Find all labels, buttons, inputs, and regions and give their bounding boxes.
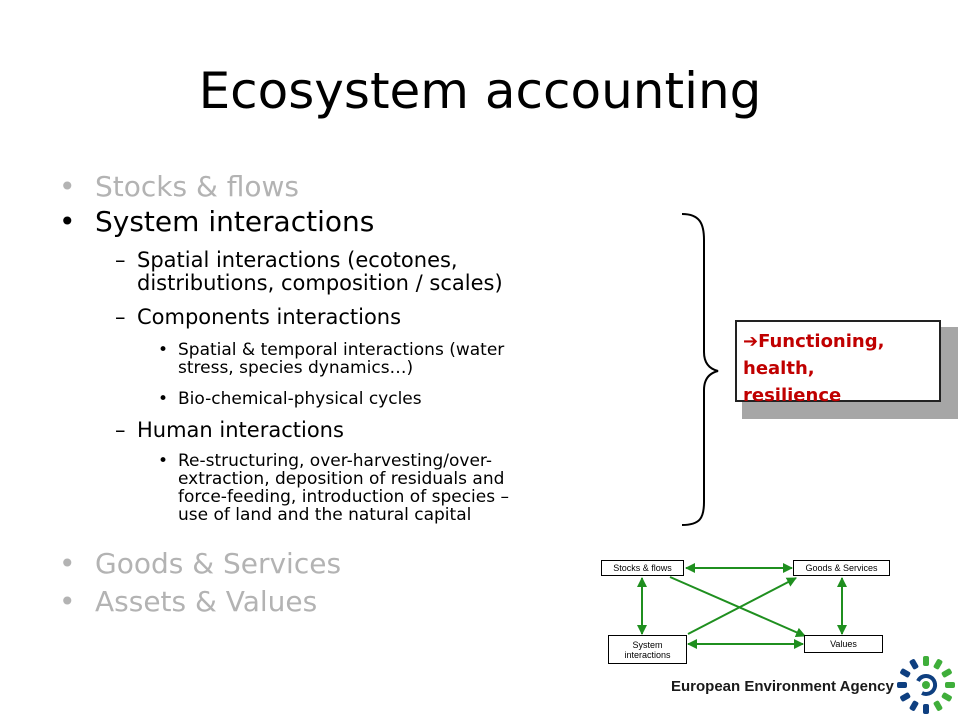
bullet-glyph: • [158,340,169,360]
subbullet-line: Spatial interactions (ecotones, [137,248,458,272]
bullet-glyph: • [158,389,169,409]
subsubbullet-line: force-feeding, introduction of species – [178,487,509,507]
bullet-text: System interactions [95,205,375,238]
subsubbullet-line: stress, species dynamics…) [178,358,414,378]
subbullet-line: distributions, composition / scales) [137,271,503,295]
diagram-node-values: Values [804,635,883,653]
subsubbullet-line: Spatial & temporal interactions (water [178,340,505,360]
callout-box: ➔Functioning, health, resilience [735,320,941,406]
subsubbullet-line: use of land and the natural capital [178,505,472,525]
diagram-node-goods-services: Goods & Services [793,560,890,576]
right-arrow-icon: ➔ [743,331,759,352]
bullet-assets-values: • Assets & Values [59,585,318,618]
diagram-node-system-interactions: System interactions [608,635,687,664]
subsubbullet-biochemical: • Bio-chemical-physical cycles [158,389,422,409]
subsubbullet-line: extraction, deposition of residuals and [178,469,505,489]
bullet-text: Stocks & flows [95,170,299,203]
curly-brace [681,213,719,526]
bullet-goods-services: • Goods & Services [59,547,342,580]
bullet-glyph: • [59,170,76,203]
subbullet-line: Components interactions [137,305,402,329]
subsubbullet-restructuring: • Re-structuring, over-harvesting/over- … [158,451,509,525]
diagram-node-stocks-flows: Stocks & flows [601,560,684,576]
arrow-stocks-values [669,576,806,637]
subsubbullet-line: Bio-chemical-physical cycles [178,389,422,409]
dash-glyph: – [115,305,126,329]
bullet-glyph: • [59,585,76,618]
agency-name: European Environment Agency [671,678,894,695]
subbullet-components-interactions: – Components interactions [115,305,402,329]
bullet-stocks-flows: • Stocks & flows [59,170,299,203]
subbullet-spatial-interactions: – Spatial interactions (ecotones, distri… [115,248,503,295]
bullet-glyph: • [59,547,76,580]
slide-title: Ecosystem accounting [198,62,762,120]
subbullet-line: Human interactions [137,418,344,442]
bullet-system-interactions: • System interactions [59,205,375,238]
dash-glyph: – [115,418,126,442]
subbullet-human-interactions: – Human interactions [115,418,344,442]
callout-line: health, [743,358,815,379]
eea-logo-icon [897,656,955,714]
subsubbullet-spatial-temporal: • Spatial & temporal interactions (water… [158,340,505,378]
callout-line: ➔Functioning, [743,331,885,352]
bullet-glyph: • [158,451,169,471]
dash-glyph: – [115,248,126,272]
callout-line: resilience [743,385,842,406]
bullet-text: Assets & Values [95,585,318,618]
bullet-text: Goods & Services [95,547,342,580]
bullet-glyph: • [59,205,76,238]
arrow-system-goods [687,577,797,635]
subsubbullet-line: Re-structuring, over-harvesting/over- [178,451,492,471]
